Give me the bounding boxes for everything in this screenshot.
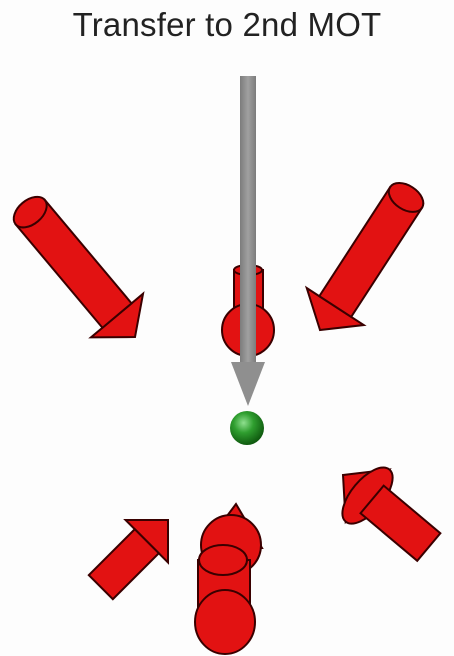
beam-lower-left xyxy=(80,499,190,609)
beam-upper-right xyxy=(291,169,441,349)
transfer-arrow xyxy=(231,76,265,406)
atom-cloud xyxy=(230,411,264,445)
beam-lower-center xyxy=(195,504,262,654)
beam-lower-right xyxy=(321,449,451,573)
beam-upper-left xyxy=(0,181,161,359)
